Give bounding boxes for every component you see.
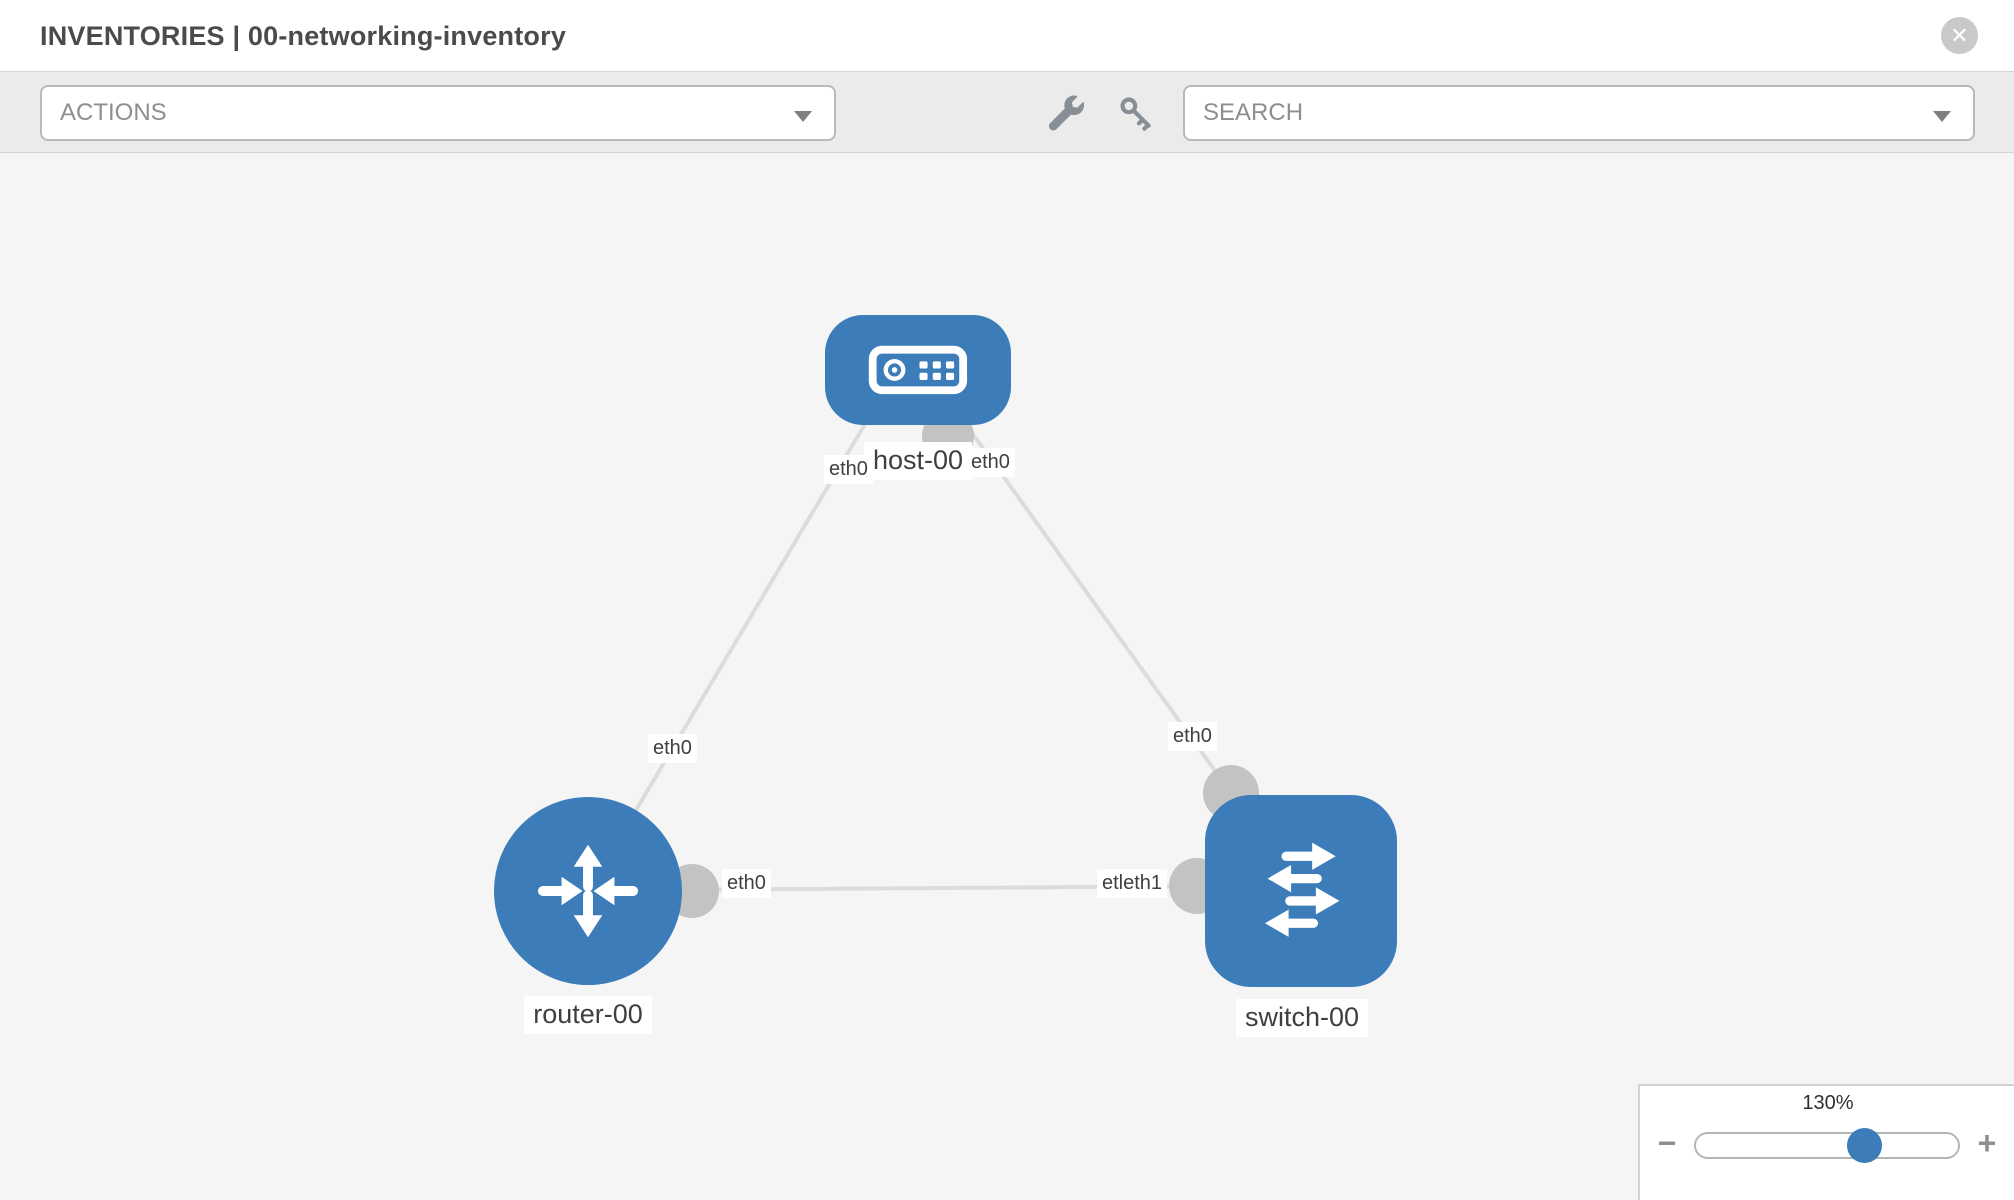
interface-label-router-uplink: eth0 — [648, 734, 697, 763]
zoom-slider-thumb[interactable] — [1847, 1128, 1882, 1163]
node-router[interactable] — [494, 797, 682, 985]
zoom-in-button[interactable]: + — [1968, 1124, 2006, 1162]
plus-icon: + — [1977, 1124, 1997, 1161]
toolbar: ACTIONS SEARCH — [0, 72, 2014, 153]
node-switch[interactable] — [1205, 795, 1397, 987]
key-icon[interactable] — [1117, 94, 1155, 132]
actions-dropdown[interactable]: ACTIONS — [40, 85, 836, 141]
router-arrows-icon — [537, 844, 639, 938]
node-label-switch: switch-00 — [1235, 999, 1369, 1037]
close-button[interactable]: ✕ — [1941, 17, 1978, 54]
interface-label-switch-eth1: etleth1 — [1097, 869, 1168, 898]
minus-icon: − — [1657, 1124, 1677, 1161]
search-dropdown-label: SEARCH — [1203, 99, 1304, 126]
host-shape — [825, 315, 1011, 425]
header-bar: INVENTORIES | 00-networking-inventory ✕ — [0, 0, 2014, 72]
page-title: INVENTORIES | 00-networking-inventory — [40, 21, 567, 51]
chevron-down-icon — [794, 111, 812, 122]
interface-label-host-left: eth0 — [824, 455, 873, 484]
interface-label-host-right: eth0 — [966, 448, 1015, 477]
node-label-router: router-00 — [524, 996, 652, 1034]
node-host[interactable] — [825, 315, 1011, 425]
interface-label-router-eth0: eth0 — [722, 869, 771, 898]
switch-arrows-icon — [1265, 842, 1340, 937]
close-icon: ✕ — [1950, 22, 1969, 48]
zoom-level-value: 130% — [1802, 1092, 1854, 1114]
wrench-glyph — [1049, 95, 1085, 131]
chevron-down-icon — [1933, 111, 1951, 122]
zoom-control-panel: 130% − + — [1638, 1084, 2014, 1200]
topology-canvas[interactable]: host-00 router-00 switch-00 eth0 eth0 et… — [0, 153, 2014, 1200]
switch-shape — [1205, 795, 1397, 987]
interface-label-switch-uplink: eth0 — [1168, 722, 1217, 751]
actions-dropdown-label: ACTIONS — [60, 99, 167, 126]
wrench-icon[interactable] — [1049, 94, 1087, 132]
key-glyph — [1120, 97, 1151, 131]
zoom-out-button[interactable]: − — [1648, 1124, 1686, 1162]
server-icon — [868, 345, 968, 395]
zoom-slider-track[interactable] — [1694, 1132, 1960, 1159]
search-dropdown[interactable]: SEARCH — [1183, 85, 1975, 141]
node-label-host: host-00 — [863, 442, 973, 480]
